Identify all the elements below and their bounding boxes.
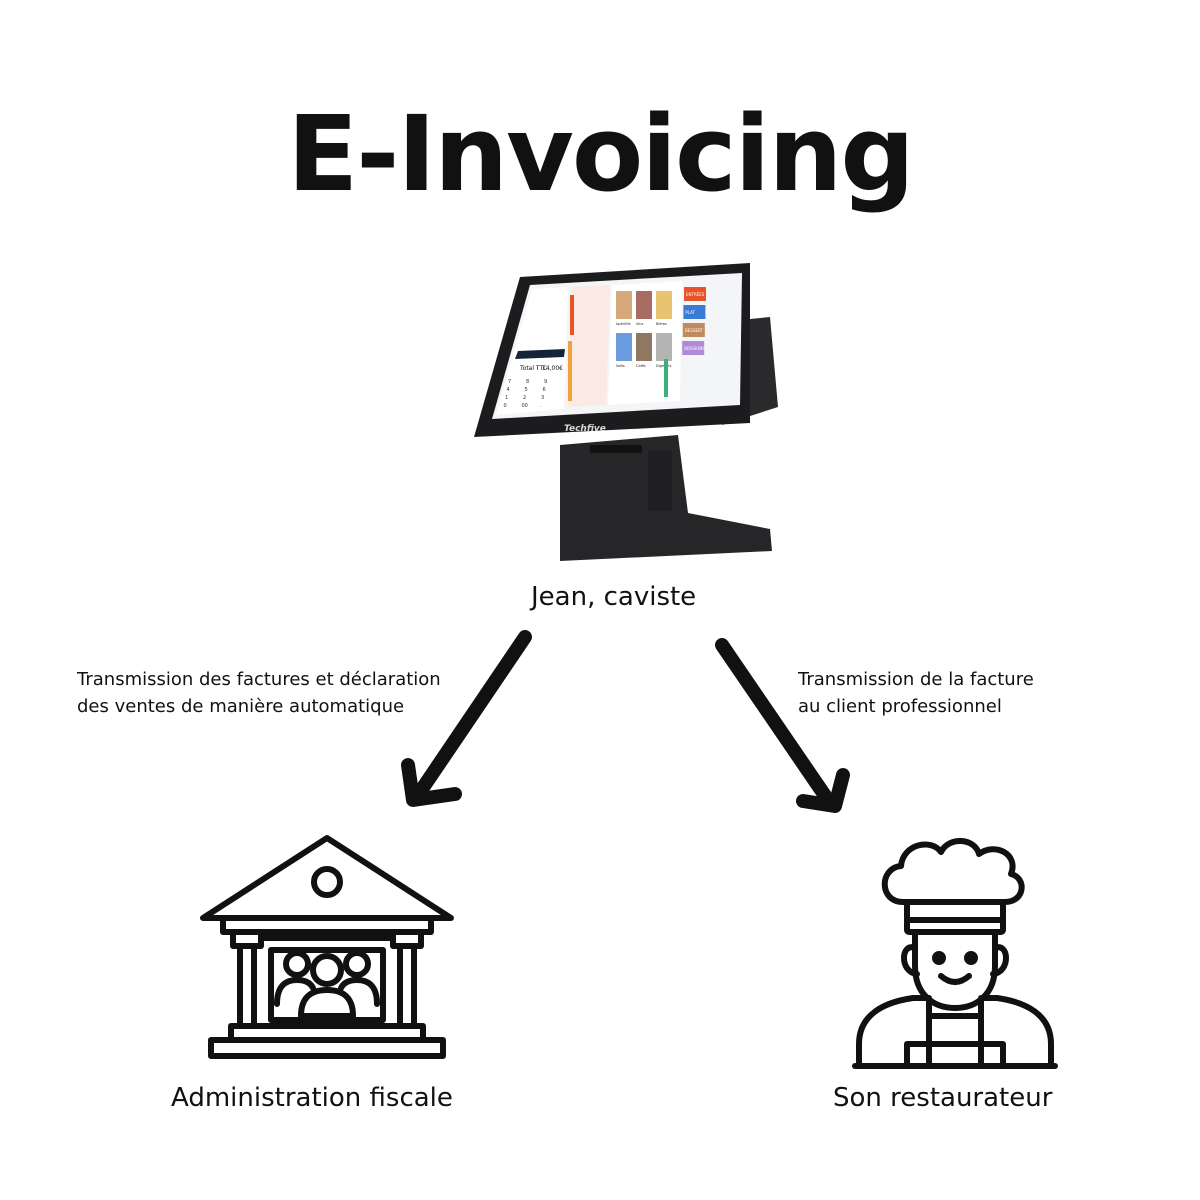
category-button: PLAT: [683, 305, 706, 319]
tax-admin-label: Administration fiscale: [171, 1083, 453, 1113]
government-building-icon: [200, 835, 454, 1059]
keypad-key: 7: [508, 379, 511, 385]
keypad-key: 0: [504, 403, 507, 409]
flow-caption-tax-line1: Transmission des factures et déclaration: [77, 669, 441, 690]
product-tile-label: Vins: [636, 322, 644, 326]
customer-label: Son restaurateur: [833, 1083, 1053, 1113]
product-tile-label: Softs: [616, 364, 625, 368]
seller-label: Jean, caviste: [531, 582, 697, 612]
category-button-label: BOISSONS: [684, 346, 705, 351]
product-tile-label: Apéritifs: [616, 322, 631, 326]
keypad-key: 00: [522, 403, 528, 409]
keypad-key: 6: [543, 387, 546, 393]
arrow-to-customer: [715, 638, 837, 810]
product-tile: Digestifs: [656, 333, 672, 368]
category-button: BOISSONS: [682, 341, 705, 355]
arrow-to-tax-admin: [411, 630, 532, 802]
product-tile-label: Cafés: [636, 364, 646, 368]
keypad-key: .: [540, 403, 542, 409]
chef-icon: [852, 838, 1058, 1069]
flow-caption-customer: Transmission de la facture au client pro…: [798, 666, 1034, 720]
product-tile: Apéritifs: [616, 291, 632, 326]
keypad-key: 3: [541, 395, 544, 401]
product-tile-label: Bières: [656, 322, 667, 326]
product-tile: Softs: [616, 333, 632, 368]
product-tile: Vins: [636, 291, 652, 326]
flow-caption-tax-line2: des ventes de manière automatique: [77, 696, 405, 717]
arrow-to-tax-admin-head: [401, 758, 462, 807]
keypad-key: 5: [525, 387, 528, 393]
product-tile: Cafés: [636, 333, 652, 368]
ticket-total-value: 14,00€: [542, 365, 563, 372]
flow-caption-tax: Transmission des factures et déclaration…: [77, 666, 441, 720]
keypad-key: 1: [505, 395, 508, 401]
category-button-label: DESSERT: [685, 328, 704, 333]
flow-caption-customer-line1: Transmission de la facture: [798, 669, 1034, 690]
category-button: DESSERT: [682, 323, 705, 337]
keypad-key: 8: [526, 379, 529, 385]
page-title: E-Invoicing: [287, 93, 915, 215]
keypad-key: 2: [523, 395, 526, 401]
product-tile: Bières: [656, 291, 672, 326]
category-button-label: PLAT: [685, 310, 695, 315]
category-button: ENTRÉES: [684, 287, 706, 301]
category-button-label: ENTRÉES: [686, 292, 705, 297]
screen-category-column: ENTRÉES PLAT DESSERT BOISSONS: [682, 287, 706, 355]
arrow-to-customer-head: [796, 768, 850, 813]
flow-caption-customer-line2: au client professionnel: [798, 696, 1002, 717]
printer-slot: [590, 445, 642, 453]
product-tile-label: Digestifs: [656, 364, 671, 368]
keypad-key: 9: [544, 379, 547, 385]
keypad-key: 4: [507, 387, 510, 393]
ticket-total-label: Total TTC: [519, 365, 547, 372]
brand-logo: Techfive: [564, 424, 606, 434]
